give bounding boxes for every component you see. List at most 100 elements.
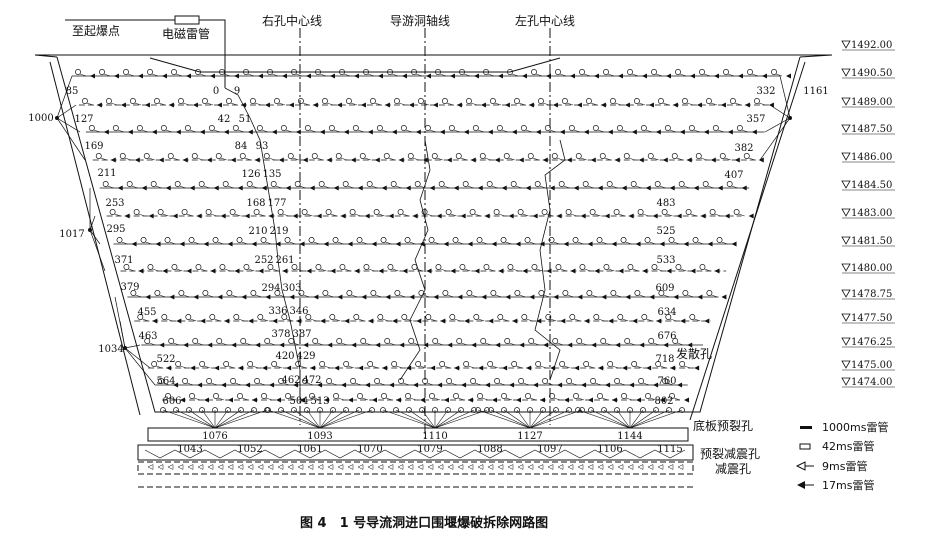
delay-arrow: [413, 382, 419, 388]
delay-arrow: [786, 73, 791, 79]
blast-hole: [494, 378, 501, 384]
floor-hole: [553, 407, 559, 413]
damping-hole: [577, 464, 584, 470]
delay-arrow: [481, 294, 487, 300]
blast-hole: [304, 125, 311, 131]
delay-arrow: [553, 294, 559, 300]
delay-arrow: [461, 382, 467, 388]
blast-hole: [181, 209, 188, 215]
delay-arrow: [426, 73, 431, 79]
delay-arrow: [607, 129, 613, 135]
delay-arrow: [251, 241, 257, 247]
blast-hole: [136, 125, 143, 131]
elevation-label: 1489.00: [851, 97, 892, 108]
delay-arrow: [348, 397, 353, 403]
blast-hole: [264, 338, 271, 344]
blast-hole: [130, 290, 137, 296]
blast-hole: [609, 98, 616, 104]
blast-hole: [157, 209, 164, 215]
blast-hole: [641, 314, 648, 320]
blast-hole: [566, 378, 573, 384]
hole-number: 525: [656, 226, 675, 237]
delay-arrow: [371, 241, 377, 247]
delay-arrow: [309, 185, 315, 191]
delay-arrow: [124, 213, 130, 219]
damping-node-number: 1088: [477, 444, 502, 455]
damping-hole: [657, 464, 664, 470]
blast-hole: [281, 314, 288, 320]
delay-arrow: [590, 157, 596, 163]
floor-hole: [356, 407, 362, 413]
delay-arrow: [468, 397, 473, 403]
delay-arrow: [646, 365, 652, 371]
blast-hole: [400, 125, 407, 131]
delay-arrow: [478, 365, 484, 371]
delay-arrow: [693, 185, 699, 191]
blast-hole: [225, 98, 232, 104]
damping-hole: [247, 464, 254, 470]
delay-arrow: [563, 241, 569, 247]
blast-hole: [699, 69, 705, 75]
delay-arrow: [96, 102, 102, 108]
elevation-label: 1490.50: [851, 68, 892, 79]
blast-hole: [397, 209, 404, 215]
damping-hole: [487, 464, 494, 470]
hole-number: 718: [655, 354, 674, 365]
blast-hole: [191, 153, 198, 159]
blast-hole: [631, 361, 638, 367]
delay-arrow: [144, 102, 150, 108]
blast-hole: [105, 98, 112, 104]
damping-node-number: 1061: [297, 444, 322, 455]
damping-box: [137, 461, 694, 475]
elevation-label: 1475.00: [851, 360, 892, 371]
damping-hole: [457, 464, 464, 470]
delay-arrow: [368, 318, 374, 324]
delay-arrow: [402, 268, 408, 274]
delay-arrow: [333, 185, 339, 191]
hole-number: 378: [271, 329, 290, 340]
blast-hole: [401, 314, 408, 320]
blast-hole: [165, 393, 171, 399]
hole-number: 0: [213, 86, 219, 97]
blast-hole: [222, 181, 229, 187]
delay-arrow: [406, 365, 412, 371]
damping-node-number: 1079: [417, 444, 442, 455]
delay-arrow: [358, 365, 364, 371]
blast-hole: [723, 69, 729, 75]
blast-hole: [411, 264, 418, 270]
floor-hole: [575, 407, 581, 413]
blast-hole: [350, 378, 357, 384]
delay-arrow: [432, 102, 438, 108]
delay-arrow: [577, 294, 583, 300]
delay-arrow: [258, 73, 263, 79]
delay-arrow: [622, 365, 628, 371]
blast-hole: [315, 69, 321, 75]
blast-hole: [325, 209, 332, 215]
hole-number: 802: [654, 396, 673, 407]
delay-arrow: [700, 213, 706, 219]
elevation-label: 1492.00: [851, 40, 892, 51]
damping-hole: [607, 464, 614, 470]
blast-hole: [260, 237, 267, 243]
blast-hole: [716, 237, 723, 243]
blast-hole: [328, 125, 335, 131]
delay-arrow: [231, 342, 237, 348]
blast-hole: [370, 290, 377, 296]
delay-arrow: [546, 73, 551, 79]
delay-arrow: [560, 318, 566, 324]
blast-hole: [226, 290, 233, 296]
blast-hole: [610, 290, 617, 296]
blast-hole: [621, 393, 627, 399]
blast-hole: [525, 393, 531, 399]
blast-hole: [623, 153, 630, 159]
blast-hole: [205, 209, 212, 215]
delay-arrow: [543, 342, 549, 348]
delay-arrow: [556, 213, 562, 219]
delay-arrow: [351, 342, 357, 348]
blast-hole: [199, 361, 206, 367]
delay-arrow: [204, 397, 209, 403]
hole-number: 332: [756, 86, 775, 97]
damping-hole: [557, 464, 564, 470]
elevation-label: 1476.25: [851, 337, 892, 348]
blast-hole: [256, 125, 263, 131]
